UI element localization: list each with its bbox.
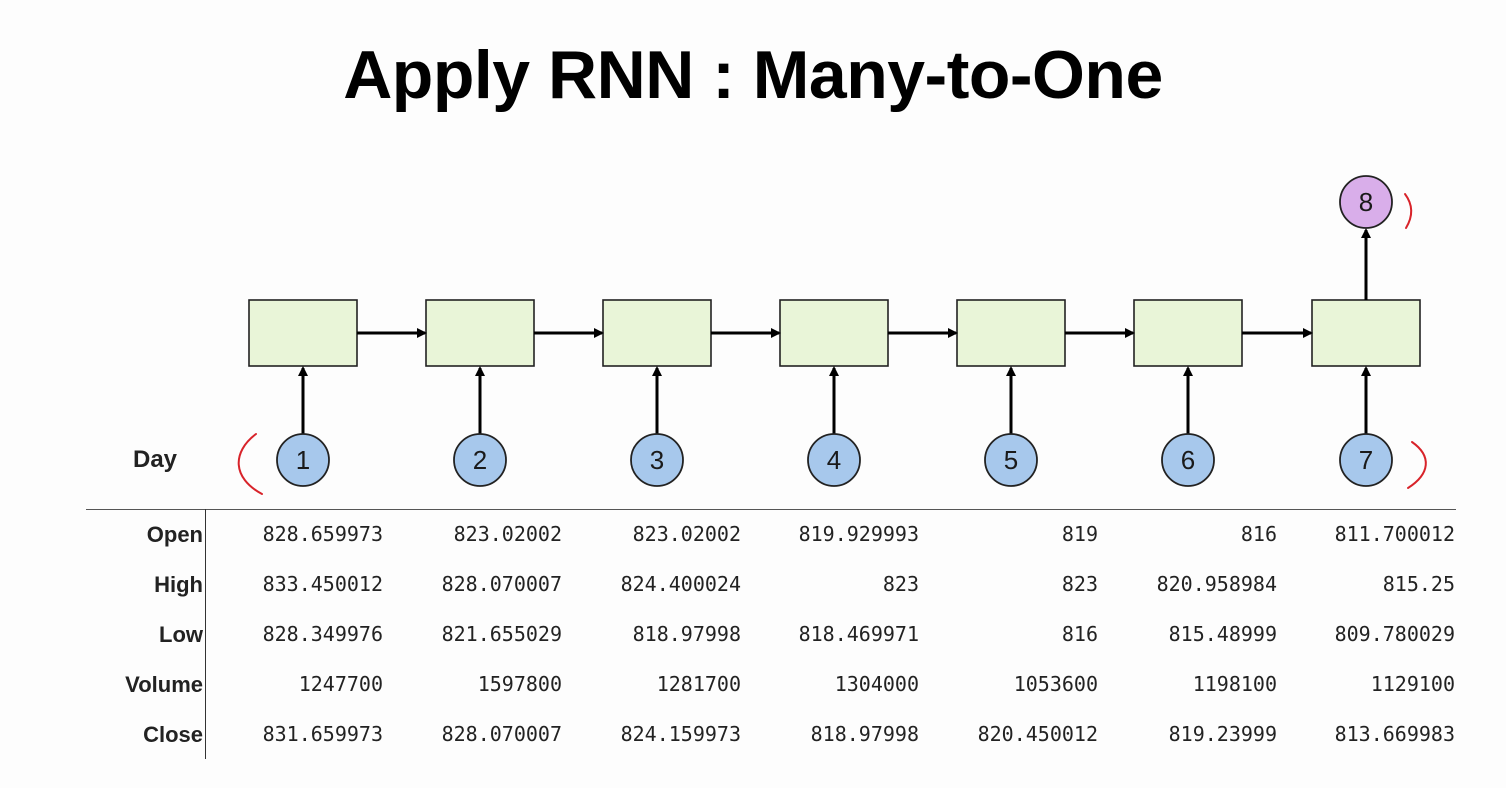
table-cell: 818.97998 (810, 722, 919, 746)
table-cell: 824.159973 (620, 722, 741, 746)
table-cell: 819.929993 (798, 522, 919, 546)
input-node-label: 6 (1181, 445, 1195, 475)
table-cell: 823 (1061, 572, 1098, 596)
table-cell: 828.070007 (441, 722, 562, 746)
table-cell: 820.450012 (977, 722, 1098, 746)
row-label-volume: Volume (125, 672, 203, 697)
table-label-divider (205, 509, 206, 759)
right-bracket-annotation (1407, 441, 1427, 489)
table-cell: 809.780029 (1334, 622, 1455, 646)
input-node (807, 433, 861, 487)
row-label-low: Low (159, 622, 203, 647)
input-node-label: 1 (296, 445, 310, 475)
table-cell: 823.02002 (453, 522, 562, 546)
table-cell: 816 (1240, 522, 1277, 546)
table-cell: 1597800 (477, 672, 562, 696)
table-cell: 824.400024 (620, 572, 741, 596)
rnn-cell (956, 299, 1066, 367)
table-cell: 819 (1061, 522, 1098, 546)
table-cell: 819.23999 (1168, 722, 1277, 746)
input-node (984, 433, 1038, 487)
output-bracket-annotation (1404, 193, 1413, 229)
input-node (276, 433, 330, 487)
output-node-label: 8 (1359, 187, 1373, 217)
rnn-cell (425, 299, 535, 367)
table-cell: 1053600 (1013, 672, 1098, 696)
output-node (1339, 175, 1393, 229)
table-cell: 818.97998 (632, 622, 741, 646)
row-label-open: Open (146, 522, 203, 547)
slide-title: Apply RNN : Many-to-One (343, 37, 1163, 113)
table-cell: 833.450012 (262, 572, 383, 596)
input-node (1339, 433, 1393, 487)
rnn-cell (1133, 299, 1243, 367)
input-node-label: 3 (650, 445, 664, 475)
table-cell: 1281700 (656, 672, 741, 696)
input-node (453, 433, 507, 487)
table-cell: 815.48999 (1168, 622, 1277, 646)
input-node (1161, 433, 1215, 487)
row-label-high: High (154, 572, 203, 597)
rnn-cell (779, 299, 889, 367)
table-cell: 1129100 (1370, 672, 1455, 696)
input-node-label: 2 (473, 445, 487, 475)
input-node-label: 4 (827, 445, 841, 475)
table-cell: 816 (1061, 622, 1098, 646)
table-cell: 818.469971 (798, 622, 919, 646)
table-top-rule (86, 509, 1456, 510)
table-cell: 820.958984 (1156, 572, 1277, 596)
rnn-cell (248, 299, 358, 367)
rnn-cell (602, 299, 712, 367)
left-bracket-annotation (237, 433, 263, 495)
day-label: Day (133, 446, 178, 473)
input-node-label: 7 (1359, 445, 1373, 475)
table-cell: 811.700012 (1334, 522, 1455, 546)
table-cell: 1304000 (834, 672, 919, 696)
table-cell: 1198100 (1192, 672, 1277, 696)
input-node-label: 5 (1004, 445, 1018, 475)
table-cell: 823 (882, 572, 919, 596)
table-cell: 815.25 (1382, 572, 1455, 596)
table-cell: 813.669983 (1334, 722, 1455, 746)
table-cell: 1247700 (298, 672, 383, 696)
table-cell: 823.02002 (632, 522, 741, 546)
table-cell: 828.659973 (262, 522, 383, 546)
table-cell: 831.659973 (262, 722, 383, 746)
input-node (630, 433, 684, 487)
table-cell: 828.070007 (441, 572, 562, 596)
rnn-cell (1311, 299, 1421, 367)
row-label-close: Close (143, 722, 203, 747)
table-cell: 821.655029 (441, 622, 562, 646)
table-cell: 828.349976 (262, 622, 383, 646)
